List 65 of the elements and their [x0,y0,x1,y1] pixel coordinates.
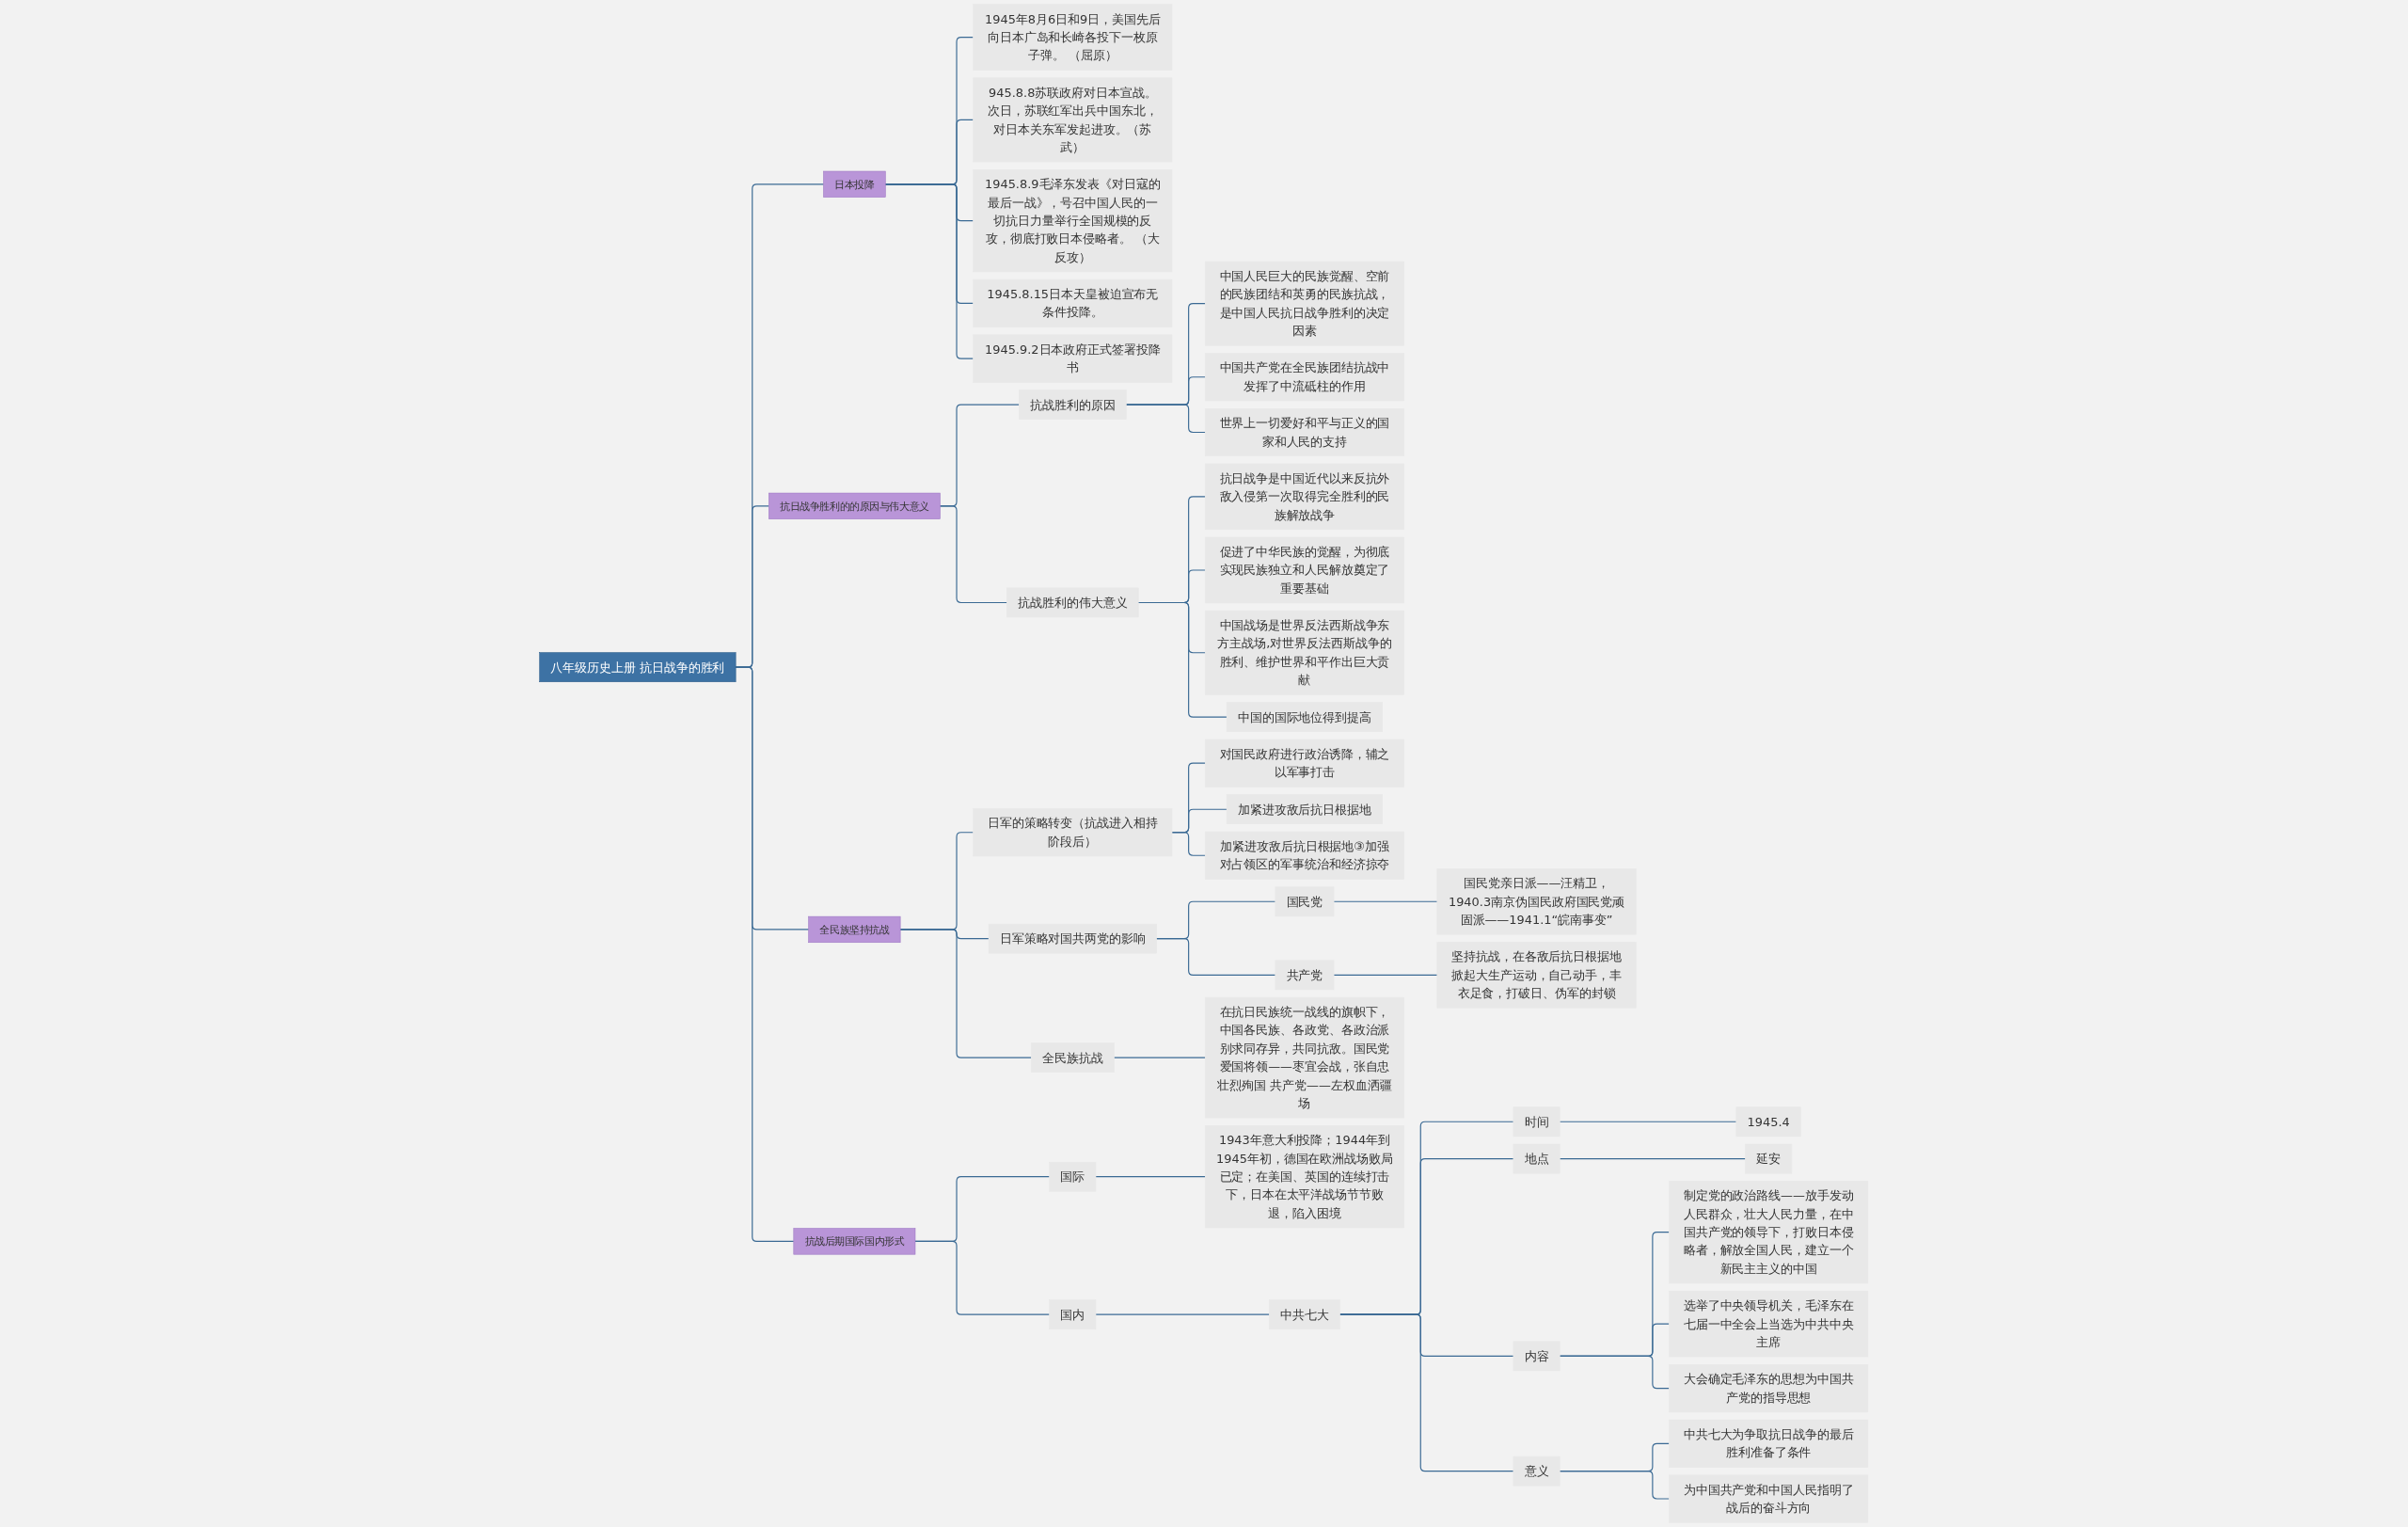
node-box [1513,1143,1560,1174]
connector [1095,1176,1207,1178]
connector [914,1240,1051,1315]
node-box [768,492,941,519]
connector [1559,1355,1671,1390]
node-box [1031,1042,1115,1074]
node-box [1669,1364,1869,1413]
node-box [1205,739,1405,787]
node-box [1735,1106,1802,1137]
node-box [1513,1455,1560,1487]
node-box [1669,1474,1869,1523]
node-box [1227,794,1384,825]
connector [735,666,795,1242]
node-box [1205,1125,1405,1229]
node-box [1049,1299,1097,1330]
connector [1559,1121,1737,1122]
connector [1114,1057,1207,1058]
node-box [823,170,886,198]
node-box [1049,1161,1097,1192]
node-box [973,808,1173,857]
node-box [1669,1419,1869,1468]
node-box [1513,1341,1560,1372]
node-box [1205,536,1405,604]
node-box [973,169,1173,273]
node-box [973,334,1173,383]
connector [1095,1313,1271,1315]
node-box [539,652,737,683]
node-box [1205,831,1405,880]
node-box [1269,1299,1341,1330]
node-box [1745,1143,1793,1174]
node-box [1205,353,1405,402]
node-box [1436,868,1637,935]
node-box [1513,1106,1560,1137]
node-box [989,923,1158,954]
node-box [973,4,1173,71]
connector [1125,404,1207,434]
connector [1559,1471,1671,1500]
connector [1333,900,1438,902]
node-box [808,915,901,944]
node-box [973,278,1173,327]
node-box [1205,463,1405,531]
connector [1171,832,1207,856]
node-box [1275,886,1335,917]
node-box [1019,390,1127,420]
connector [1137,601,1228,718]
node-box [1275,960,1335,991]
connector [1156,938,1276,976]
node-box [973,77,1173,163]
connector [1333,974,1438,976]
mind-map-diagram: 八年级历史上册 抗日战争的胜利 日本投降 1945年8月6日和9日，美国先后向日本广岛和长崎各投下一枚原子弹。 （屈原） 945.8.8苏联政府对日本宣战。次日，苏联红军出兵中国东北，对日本关东军发起进攻。（苏武） 1945.8.9毛泽东发表《对日寇的最后一战》，号召中国人民的一切抗日力量举行全国规模的反攻，彻底打败日本侵略者。 （大反攻） 1945.8.15日本天皇被迫宣布无条件投降。 1945.9.2日本政府正式签署投降书 抗日战争胜利的的原因与伟大意义 抗战胜利的原因 中国人民巨大的民族觉醒、空前的民族团结和英勇的民族抗战，是中国人民抗日战争胜利的决定因素 中国共产党在全民族团结抗战中发挥了中流砥柱的作用 世界上一切爱好和平与正义的国家和人民的支持 抗战胜利的伟大意义 抗日战争是中国近代以来反抗外敌入侵第一次取得完全胜利的民族解放战争 促进了中华民族的觉醒，为彻底实现民族独立和人民解放奠定了重要基础 中国战场是世界反法西斯战争东方主战场,对世界反法西斯战争的胜利、维护世界和平作出巨大贡献 中国的国际地位得到提高 全民族坚持抗战 日军的策略转变（抗战进入相持阶段后） 对国民政府进行政治诱降，辅之以军事打击 加紧进攻敌后抗日根据地 加紧进攻敌后抗日根据地③加强对占领区的军事统治和经济掠夺 日军策略对国共两党的影响 国民党 国民党亲日派——汪精卫，1940.3南京伪国民政府国民党顽固派——1941.1“皖南事变” 共产党 坚持抗战，在各敌后抗日根据地掀起大生产运动，自己动手，丰衣足食，打破日、伪军的封锁 全民族抗战 在抗日民族统一战线的旗帜下，中国各民族、各政党、各政治派别求同存异，共同抗敌。国民党爱国将领——枣宜会战，张自忠壮烈殉国 共产党——左权血洒疆场 抗战后期国际国内形式 国际 1943年意大利投降；1944年到1945年初，德国在欧洲战场败局已定；在美国、英国的连续打击下，日本在太平洋战场节节败退，陷入困境 国内 中共七大 时间 1945.4 地点 延安 内容 制定党的政治路线——放手发动人民群众，壮大人民力量，在中国共产党的领导下，打败日本侵略者，解放全国人民，建立一个新民主主义的中国 选举了中央领导机关，毛泽东在七届一中全会上当选为中共中央主席 大会确定毛泽东的思想为中国共产党的指导思想 意义 中共七大为争取抗日战争的最后胜利准备了条件 为中国共产党和中国人民指明了战后的奋斗方向 [535,0,1873,1527]
node-box [1205,610,1405,695]
node-box [793,1228,916,1255]
node-box [1205,407,1405,457]
connector [1559,1158,1747,1160]
node-box [1436,942,1637,1009]
connector [884,183,974,359]
node-box [1205,996,1405,1119]
node-box [1205,261,1405,346]
connector [1339,1313,1514,1472]
node-box [1006,587,1139,618]
node-box [1669,1181,1869,1284]
connector [940,505,1008,604]
node-box [1669,1290,1869,1358]
connector [899,929,1033,1058]
node-box [1227,702,1384,733]
